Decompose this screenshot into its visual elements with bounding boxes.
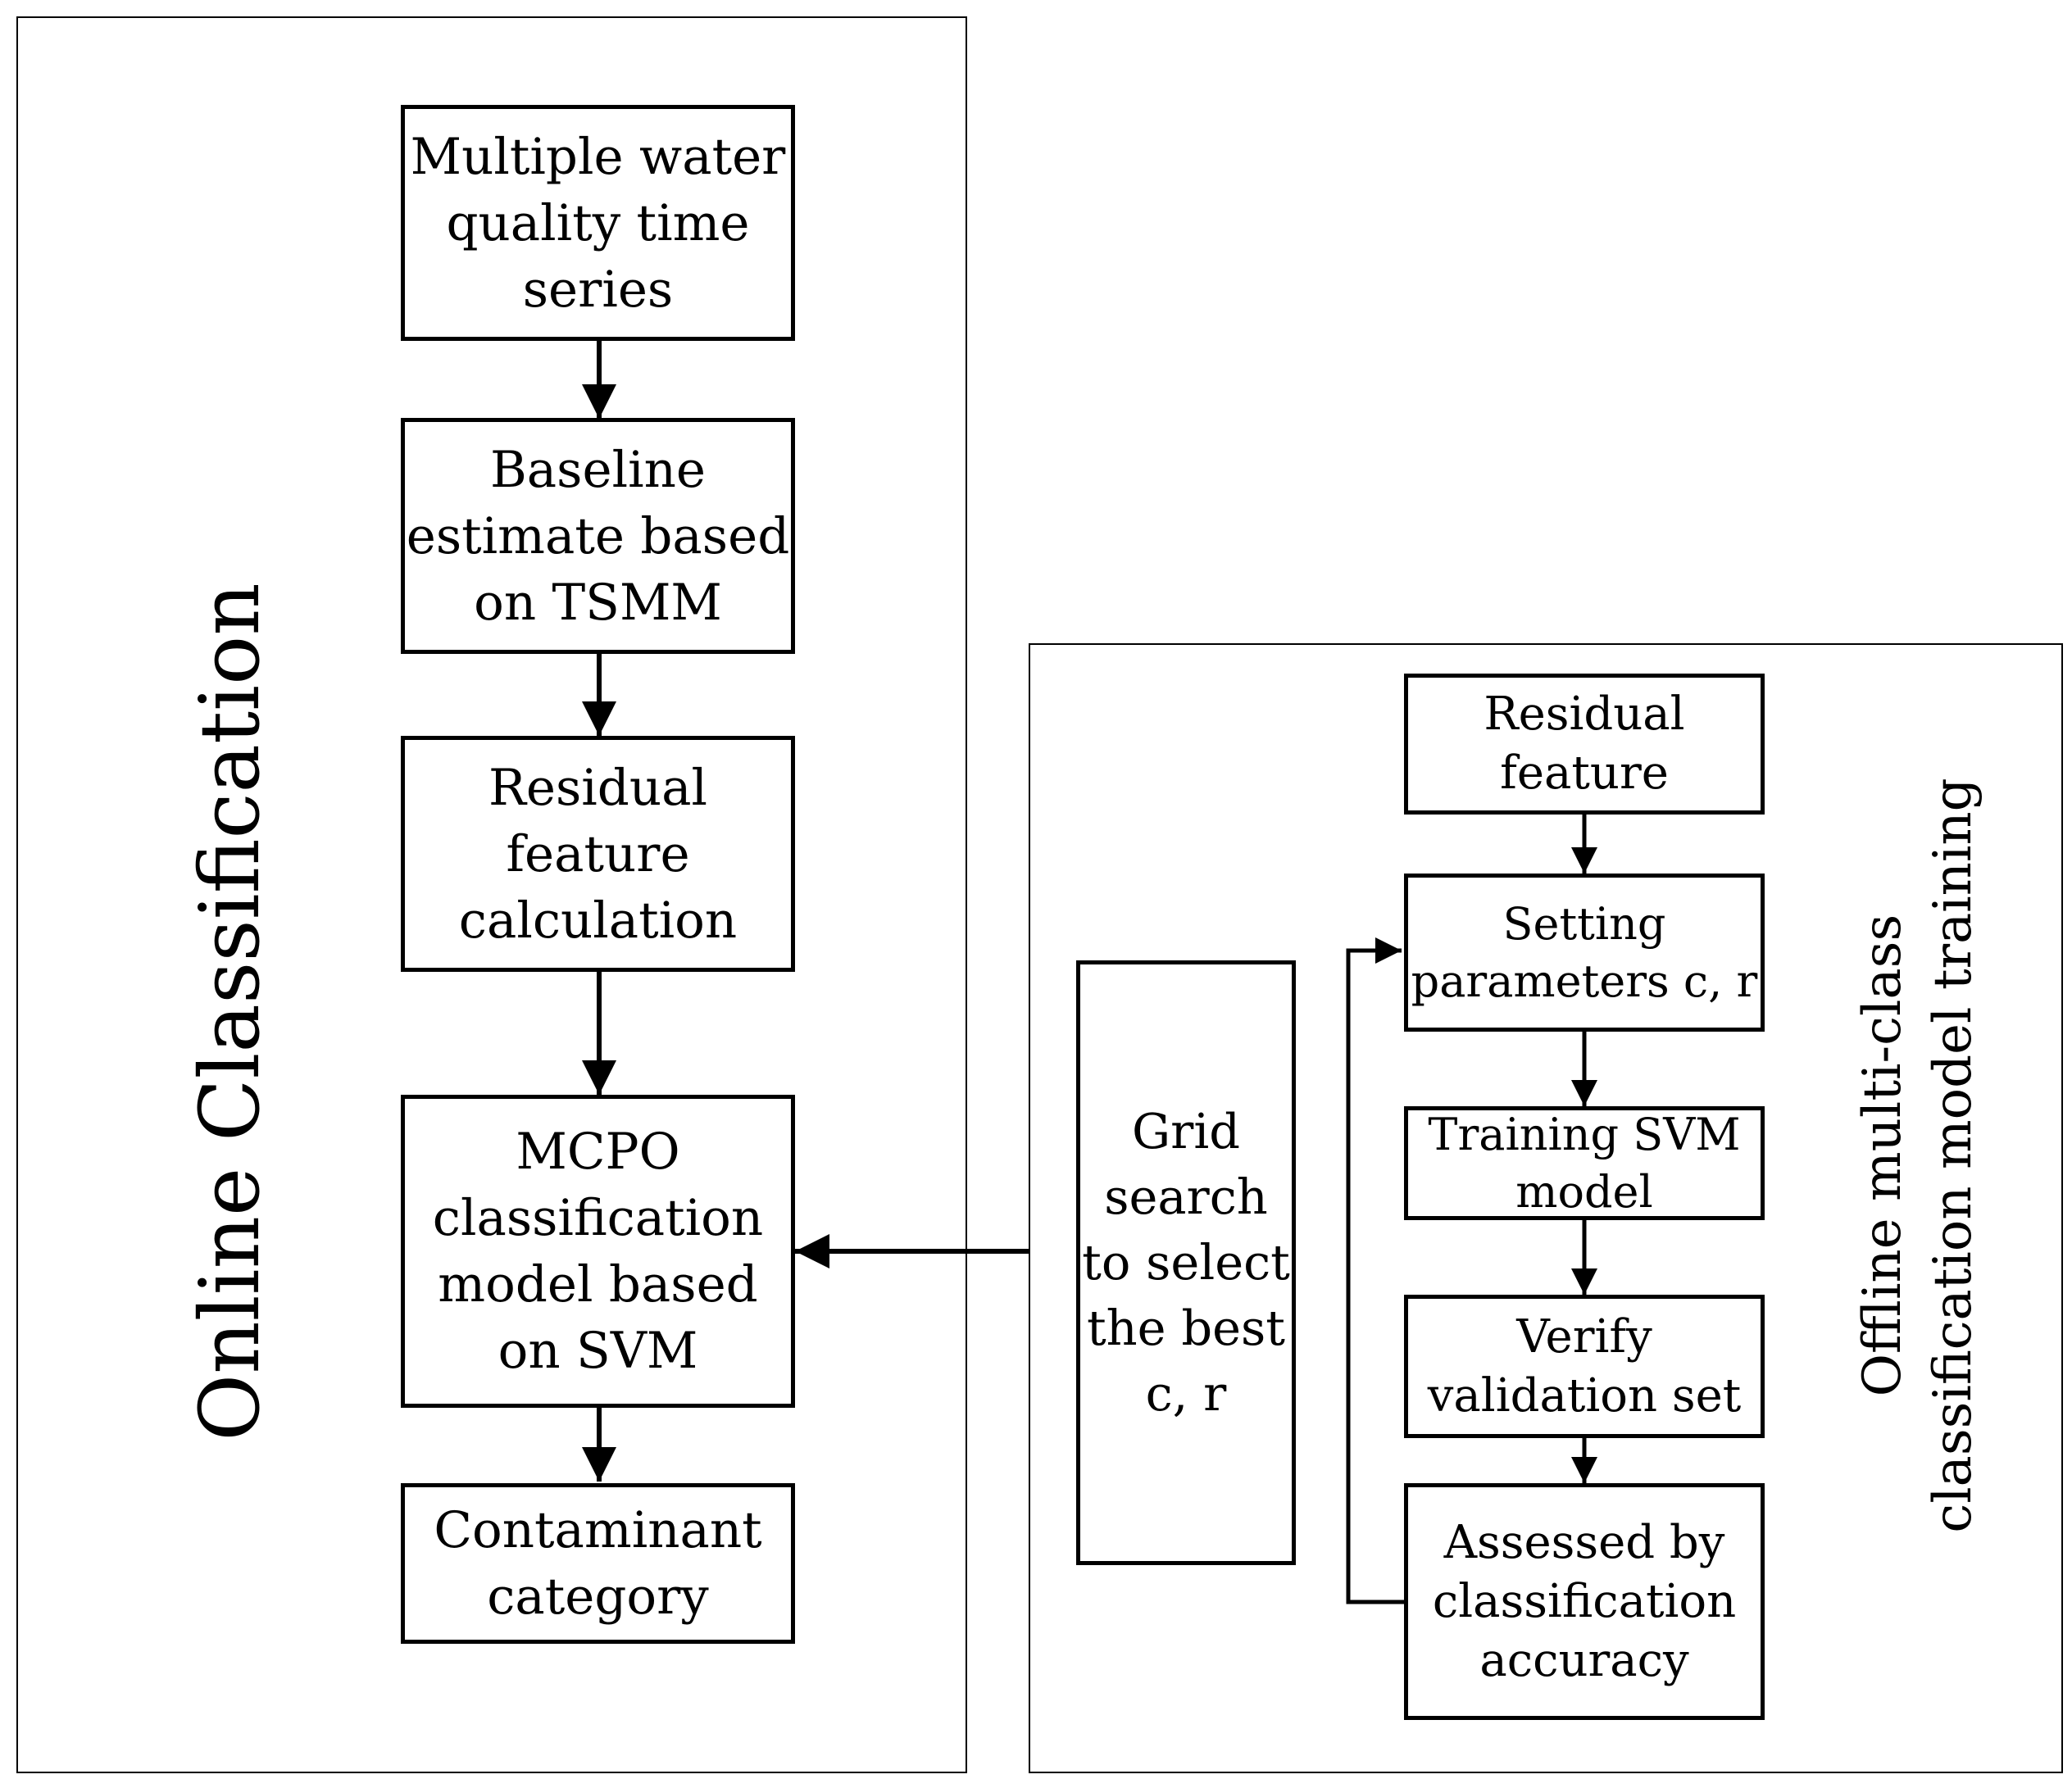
node-residual-feature: Residual feature: [1404, 674, 1765, 815]
node-mcpo-classification-model: MCPO classification model based on SVM: [401, 1095, 795, 1408]
node-training-svm-model: Training SVM model: [1404, 1106, 1765, 1220]
node-setting-parameters: Setting parameters c, r: [1404, 874, 1765, 1032]
node-grid-search: Grid search to select the best c, r: [1076, 960, 1296, 1565]
node-residual-feature-calculation: Residual feature calculation: [401, 736, 795, 972]
node-contaminant-category: Contaminant category: [401, 1483, 795, 1644]
online-classification-title: Online Classification: [181, 583, 278, 1441]
feedback-loop-arrow: [1346, 937, 1404, 1604]
offline-training-title: Offline multi-class classification model…: [1852, 778, 1983, 1533]
node-baseline-estimate: Baseline estimate based on TSMM: [401, 418, 795, 654]
online-classification-panel: [16, 16, 967, 1773]
node-water-quality-series: Multiple water quality time series: [401, 105, 795, 341]
node-assessed-by-accuracy: Assessed by classification accuracy: [1404, 1483, 1765, 1720]
node-verify-validation-set: Verify validation set: [1404, 1295, 1765, 1438]
offline-training-panel: [1029, 643, 2063, 1773]
